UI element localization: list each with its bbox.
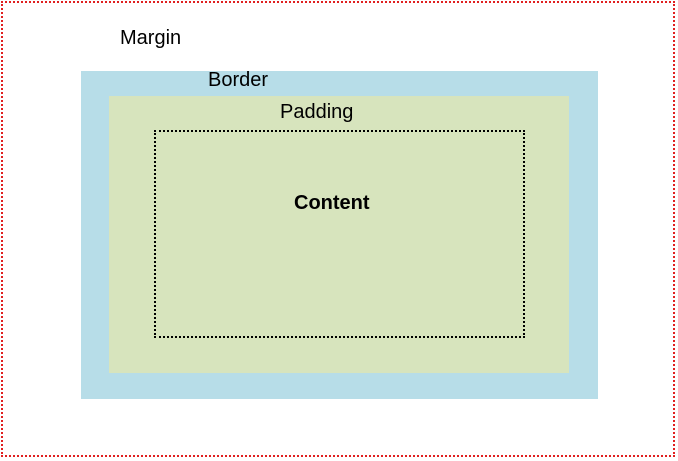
padding-area — [109, 96, 569, 373]
padding-label: Padding — [280, 101, 354, 123]
content-label: Content — [294, 192, 370, 214]
content-area — [154, 130, 525, 338]
border-label: Border — [208, 69, 269, 91]
margin-label: Margin — [120, 27, 182, 49]
